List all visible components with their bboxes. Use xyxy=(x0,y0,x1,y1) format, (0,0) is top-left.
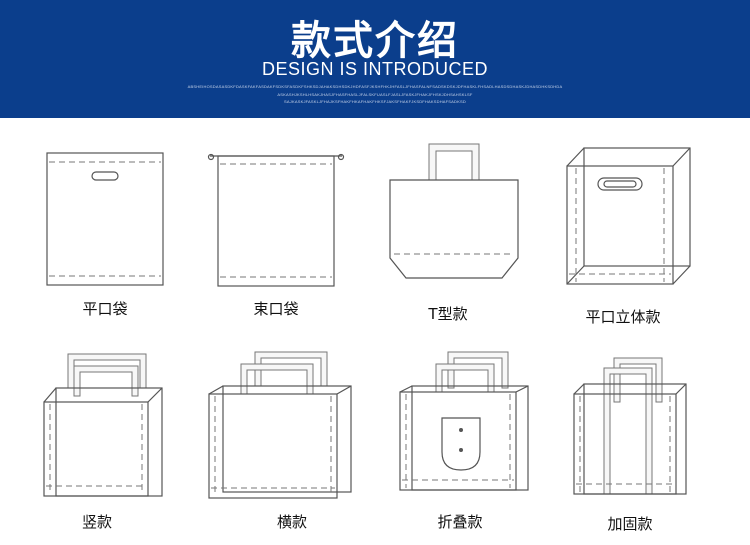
t-shape-bag-icon xyxy=(386,142,522,282)
horizontal-bag-icon xyxy=(205,350,355,500)
fine-print-line-3: SAJKASKJFASKLJFHAJKSFHAKFHKAFHAKFHKSFJAK… xyxy=(284,99,466,104)
flat-bag-icon xyxy=(44,150,166,288)
page-subtitle: DESIGN IS INTRODUCED xyxy=(261,59,489,79)
bag-label-horizontal: 横款 xyxy=(276,513,307,531)
fine-print-line-1: ABSHEIHOSDASASDKFDASKFAKFASDAKFSDKSFASDK… xyxy=(187,84,563,89)
reinforced-bag-icon xyxy=(570,356,690,498)
page-title: 款式介绍 xyxy=(291,18,459,64)
bag-label-flat-3d: 平口立体款 xyxy=(585,308,661,326)
vertical-bag-icon xyxy=(40,352,166,500)
bag-label-vertical: 竖款 xyxy=(81,513,112,531)
folding-bag-icon xyxy=(396,350,532,496)
drawstring-bag-icon xyxy=(206,150,346,290)
header-banner: 款式介绍 DESIGN IS INTRODUCED ABSHEIHOSDASAS… xyxy=(0,0,750,118)
bag-label-folding: 折叠款 xyxy=(437,513,483,531)
bag-label-t-shape: T型款 xyxy=(428,305,468,323)
bag-label-reinforced: 加固款 xyxy=(607,515,653,533)
fine-print-line-2: ASKASHJKSHLHSAKJHASJFHASFHASLJFALSKFUASL… xyxy=(277,92,473,97)
bag-label-flat: 平口袋 xyxy=(82,300,128,318)
flat-3d-bag-icon xyxy=(564,146,694,288)
bag-label-drawstring: 束口袋 xyxy=(253,300,299,318)
